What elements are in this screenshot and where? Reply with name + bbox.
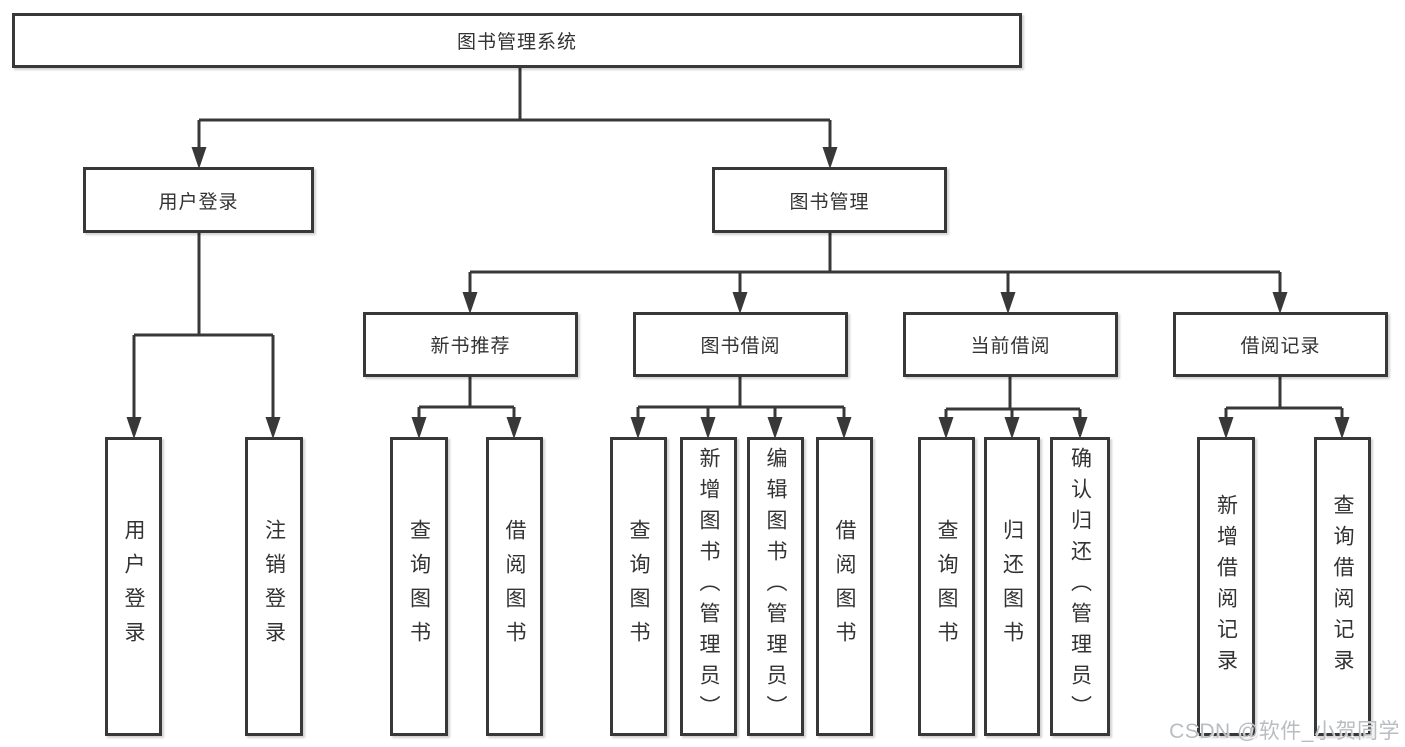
- leaf-query-books-current-label: 查询图书: [935, 518, 958, 655]
- leaf-query-books-recommend: 查询图书: [390, 437, 448, 736]
- tree-edges: [132, 68, 1344, 420]
- leaf-return-book-label: 归还图书: [1000, 518, 1024, 655]
- leaf-borrow-books: 借阅图书: [816, 437, 873, 736]
- leaf-borrow-books-recommend-label: 借阅图书: [503, 518, 526, 655]
- node-book-borrow-label: 图书借阅: [700, 336, 781, 357]
- node-new-book-recommend: 新书推荐: [363, 312, 578, 377]
- leaf-edit-book-admin: 编辑图书（管理员）: [747, 437, 804, 736]
- leaf-add-borrow-record: 新增借阅记录: [1197, 437, 1255, 736]
- node-current-borrow: 当前借阅: [903, 312, 1118, 377]
- leaf-borrow-books-label: 借阅图书: [833, 518, 856, 655]
- leaf-confirm-return-admin-label: 确认归还（管理员）: [1068, 447, 1092, 726]
- leaf-query-books-borrow: 查询图书: [610, 437, 667, 736]
- leaf-return-book: 归还图书: [984, 437, 1040, 736]
- leaf-query-books-current: 查询图书: [918, 437, 975, 736]
- node-borrow-records-label: 借阅记录: [1240, 336, 1321, 357]
- leaf-user-login: 用户登录: [105, 437, 162, 736]
- node-book-management-label: 图书管理: [789, 191, 870, 213]
- leaf-query-books-recommend-label: 查询图书: [407, 518, 431, 655]
- leaf-confirm-return-admin: 确认归还（管理员）: [1050, 437, 1110, 736]
- node-book-management: 图书管理: [712, 167, 947, 233]
- node-book-borrow: 图书借阅: [633, 312, 848, 377]
- arrowheads: [126, 147, 1350, 439]
- node-new-book-recommend-label: 新书推荐: [430, 336, 511, 357]
- leaf-borrow-books-recommend: 借阅图书: [486, 437, 543, 736]
- csdn-watermark: CSDN @软件_小贺同学: [1169, 720, 1400, 743]
- leaf-add-book-admin-label: 新增图书（管理员）: [697, 447, 720, 726]
- leaf-query-books-borrow-label: 查询图书: [627, 518, 650, 655]
- node-borrow-records: 借阅记录: [1173, 312, 1388, 377]
- node-current-borrow-label: 当前借阅: [970, 336, 1051, 357]
- node-user-login-label: 用户登录: [158, 191, 239, 213]
- leaf-add-borrow-record-label: 新增借阅记录: [1214, 493, 1238, 680]
- leaf-query-borrow-record-label: 查询借阅记录: [1331, 493, 1354, 680]
- node-root-label: 图书管理系统: [456, 32, 577, 53]
- leaf-logout: 注销登录: [245, 437, 303, 736]
- leaf-add-book-admin: 新增图书（管理员）: [680, 437, 737, 736]
- leaf-edit-book-admin-label: 编辑图书（管理员）: [764, 447, 787, 726]
- node-user-login: 用户登录: [83, 167, 314, 233]
- leaf-logout-label: 注销登录: [262, 518, 286, 655]
- leaf-query-borrow-record: 查询借阅记录: [1314, 437, 1371, 736]
- node-root: 图书管理系统: [12, 13, 1022, 68]
- leaf-user-login-label: 用户登录: [122, 518, 145, 655]
